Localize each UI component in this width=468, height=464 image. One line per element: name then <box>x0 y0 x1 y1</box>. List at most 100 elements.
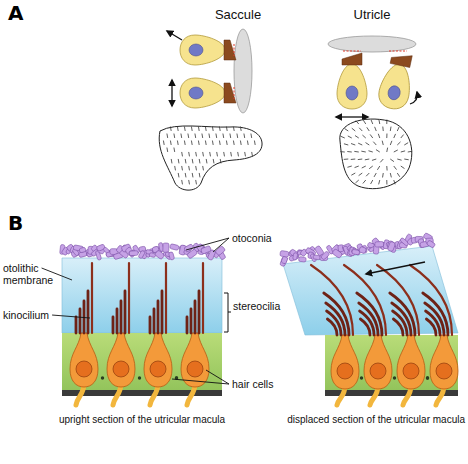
polarity-tick <box>386 180 387 184</box>
stereocilium <box>194 301 197 333</box>
polarity-tick <box>370 134 373 138</box>
polarity-tick <box>361 151 365 153</box>
polarity-tick <box>191 141 193 145</box>
stereocilium <box>190 309 193 333</box>
kinocilium <box>165 263 167 333</box>
polarity-tick <box>374 173 376 177</box>
polarity-tick <box>233 127 235 131</box>
polarity-tick <box>223 152 225 156</box>
polarity-tick <box>185 159 187 163</box>
part-label: hair cells <box>232 378 273 390</box>
hair-cell-body <box>397 335 425 389</box>
supporting-cell-nucleus <box>138 376 141 379</box>
polarity-tick <box>209 152 211 156</box>
polarity-tick <box>366 143 370 145</box>
polarity-tick <box>376 150 380 152</box>
leader-line <box>186 238 229 250</box>
hair-cell-nucleus <box>436 363 452 379</box>
polarity-tick <box>199 173 201 177</box>
polarity-tick <box>243 134 245 138</box>
epithelium <box>325 335 458 390</box>
panel-letter: A <box>8 2 23 25</box>
polarity-tick <box>351 173 355 175</box>
polarity-tick <box>394 134 396 138</box>
polarity-tick <box>240 141 242 145</box>
kinocilium <box>202 263 204 333</box>
panel-letter: B <box>8 212 23 235</box>
polarity-tick <box>401 166 405 169</box>
polarity-tick <box>229 134 231 138</box>
polarity-tick <box>212 127 214 131</box>
part-label: otoconia <box>232 232 272 244</box>
otoconium <box>375 241 384 247</box>
hair-cell-nucleus <box>337 363 353 379</box>
polarity-tick <box>397 127 399 131</box>
polarity-tick <box>380 159 383 162</box>
otoconium <box>163 243 169 252</box>
polarity-tick <box>188 166 190 170</box>
polarity-tick <box>184 141 186 145</box>
hair-cell <box>180 35 236 65</box>
polarity-tick <box>372 159 376 160</box>
polarity-tick <box>344 144 348 145</box>
stereocilium <box>359 303 378 335</box>
otolithic-membrane <box>283 246 458 335</box>
polarity-tick <box>382 173 384 177</box>
polarity-tick <box>178 159 180 163</box>
otoconium <box>332 249 343 259</box>
otolithic-plane <box>234 29 252 113</box>
stereocilium <box>198 291 201 333</box>
polarity-tick <box>181 166 183 170</box>
polarity-tick <box>205 141 207 145</box>
polarity-tick <box>202 152 204 156</box>
contact-mark <box>343 51 407 52</box>
polarity-tick <box>219 141 221 145</box>
polarity-tick <box>394 166 397 170</box>
hair-bundle <box>390 52 412 68</box>
polarity-tick <box>237 152 239 156</box>
otoconium <box>149 252 156 257</box>
hair-cell-body <box>430 335 458 389</box>
supporting-cell-nucleus <box>393 376 396 379</box>
polarity-tick <box>371 180 373 184</box>
polarity-tick <box>386 166 387 170</box>
polarity-tick <box>363 180 366 183</box>
polarity-tick <box>397 159 401 160</box>
otolithic-plane <box>328 36 416 52</box>
polarity-tick <box>198 127 200 131</box>
hair-cell-nucleus <box>370 363 386 379</box>
cell-body <box>376 61 415 111</box>
polarity-tick <box>251 152 253 156</box>
polarity-tick <box>166 148 168 152</box>
polarity-tick <box>188 180 190 184</box>
polarity-tick <box>166 134 168 138</box>
otolithic-membrane <box>62 258 222 333</box>
hair-cell-body <box>331 335 359 389</box>
polarity-tick <box>368 151 372 152</box>
supporting-cell-nucleus <box>101 376 104 379</box>
polarity-tick <box>355 166 359 168</box>
hair-cell-body <box>70 333 98 387</box>
polarity-tick <box>351 144 355 146</box>
polarity-tick <box>170 141 172 145</box>
polarity-tick <box>199 159 201 163</box>
polarity-tick <box>177 141 179 145</box>
polarity-tick <box>351 159 355 160</box>
caption: displaced section of the utricular macul… <box>287 414 465 426</box>
hair-cell-body <box>144 333 172 387</box>
polarity-tick <box>191 127 193 131</box>
macula-outline <box>340 119 412 189</box>
kinocilium <box>410 265 452 335</box>
polarity-tick <box>394 180 395 184</box>
polarity-tick <box>362 135 365 138</box>
part-label: otolithic membrane <box>3 262 57 286</box>
otoconium <box>359 246 367 254</box>
supporting-cell-nucleus <box>426 376 429 379</box>
polarity-tick <box>358 143 362 145</box>
polarity-tick <box>220 159 222 163</box>
polarity-tick <box>408 151 412 153</box>
polarity-tick <box>185 173 187 177</box>
basement-membrane <box>62 390 222 396</box>
stereocilium <box>392 303 411 335</box>
motion-arrow <box>167 31 182 40</box>
